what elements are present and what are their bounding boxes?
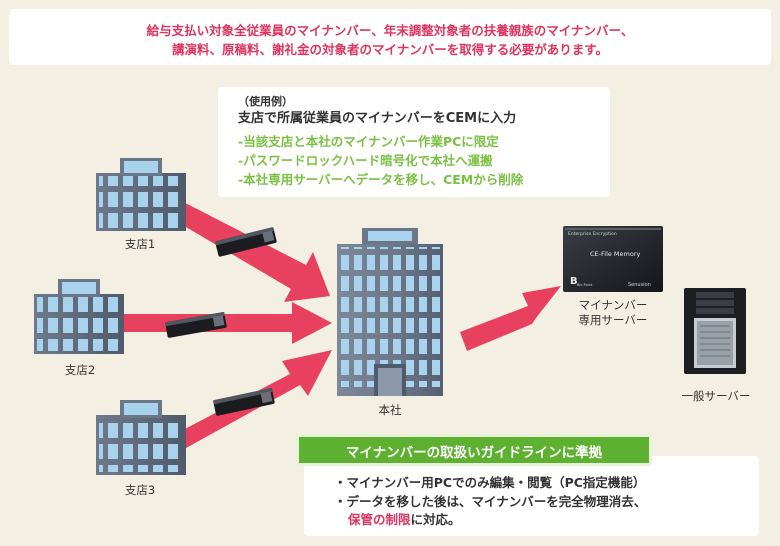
building-branch-3	[96, 400, 186, 475]
usb-device-2	[165, 311, 227, 338]
server-brand-bottom: Senusion	[628, 282, 651, 288]
general-server-label: 一般サーバー	[681, 389, 751, 403]
branch-2-label: 支店2	[64, 363, 96, 377]
usecase-title: 支店で所属従業員のマイナンバーをCEMに入力	[238, 111, 517, 126]
usb-device-1	[214, 226, 277, 257]
guide-item-1: ・マイナンバー用PCでのみ編集・閲覧（PC指定機能）	[334, 475, 646, 490]
arrow-hq-to-server	[460, 286, 561, 351]
usecase-item-1: -当該支店と本社のマイナンバー作業PCに限定	[238, 134, 499, 149]
server-brand-top: Enterprise Encryption	[568, 231, 617, 237]
mynumber-server-label-2: 専用サーバー	[578, 313, 648, 327]
server-brand-mid: CE-File Memory	[590, 250, 641, 258]
requirement-banner: 給与支払い対象全従業員のマイナンバー、年末調整対象者の扶養親族のマイナンバー、 …	[9, 9, 771, 65]
banner-line-1: 給与支払い対象全従業員のマイナンバー、年末調整対象者の扶養親族のマイナンバー、	[146, 23, 634, 38]
mynumber-server-label-1: マイナンバー	[578, 298, 648, 312]
building-branch-2	[34, 279, 124, 354]
guide-item-3-red: 保管の制限	[348, 512, 411, 527]
branch-1-label: 支店1	[124, 237, 156, 251]
branch-3-label: 支店3	[124, 483, 156, 497]
building-branch-1	[96, 158, 186, 231]
banner-line-2: 講演料、原稿料、謝礼金の対象者のマイナンバーを取得する必要があります。	[171, 42, 608, 57]
usb-device-3	[212, 387, 275, 416]
hq-label: 本社	[378, 403, 402, 417]
usecase-box: （使用例） 支店で所属従業員のマイナンバーをCEMに入力 -当該支店と本社のマイ…	[218, 87, 610, 197]
guideline-label: マイナンバーの取扱いガイドラインに準拠	[296, 434, 652, 466]
usecase-small-label: （使用例）	[238, 95, 293, 108]
usecase-item-2: -パスワードロックハード暗号化で本社へ運搬	[238, 153, 493, 168]
guideline-box: ・マイナンバー用PCでのみ編集・閲覧（PC指定機能） ・データを移した後は、マイ…	[304, 456, 759, 536]
mynumber-server-device: Enterprise Encryption CE-File Memory B B…	[563, 226, 663, 292]
guide-item-2: ・データを移した後は、マイナンバーを完全物理消去、	[334, 494, 647, 509]
building-hq	[337, 228, 443, 396]
server-brand-b: B	[570, 276, 578, 287]
guide-item-3: 保管の制限に対応。	[348, 509, 461, 528]
server-brand-sub: Bio Point	[577, 283, 593, 287]
guide-item-3-rest: に対応。	[410, 512, 461, 527]
usecase-item-3: -本社専用サーバーへデータを移し、CEMから削除	[238, 172, 524, 187]
general-server-tower	[684, 288, 746, 374]
